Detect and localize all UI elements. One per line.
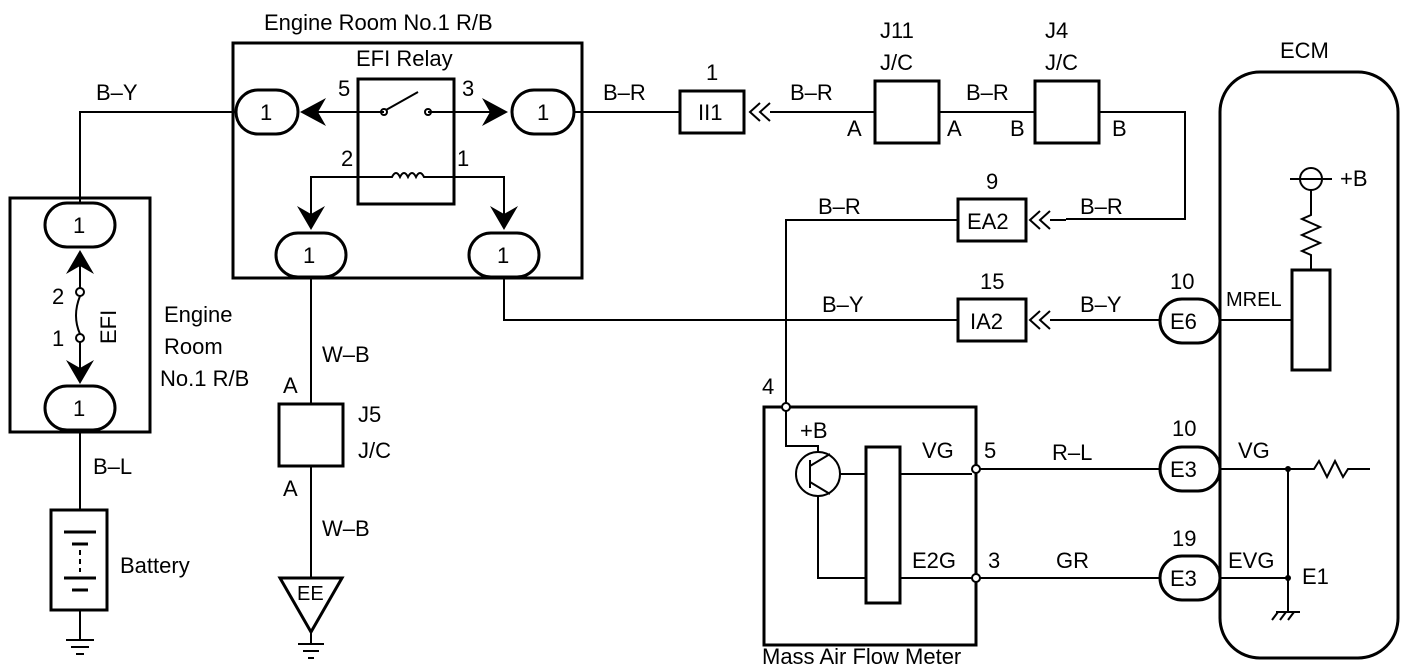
ii1-connector xyxy=(678,89,746,135)
maf-title: Mass Air Flow Meter xyxy=(762,644,961,669)
conn-chevron-icon xyxy=(748,102,771,122)
wire-label-by-3: B–Y xyxy=(1080,292,1122,317)
j4-type: J/C xyxy=(1045,50,1078,75)
j11-box xyxy=(873,79,941,145)
efi-fuse-label: EFI xyxy=(96,310,121,344)
conn-chevron-icon xyxy=(1028,210,1051,230)
battery-label: Battery xyxy=(120,553,190,578)
ii1-label: II1 xyxy=(698,100,722,125)
e6-pin: 10 xyxy=(1170,269,1194,294)
ea2-label: EA2 xyxy=(967,209,1009,234)
maf-pin-5: 5 xyxy=(984,438,996,463)
fuse-icon xyxy=(75,295,81,335)
ecm-title: ECM xyxy=(1280,38,1329,63)
efi-relay-title: EFI Relay xyxy=(356,46,453,71)
wire-label-br-1: B–R xyxy=(603,80,646,105)
resistor-icon xyxy=(1220,458,1370,480)
ecm-e1-label: E1 xyxy=(1302,564,1329,589)
rb-conn-right-label: 1 xyxy=(537,100,549,125)
j5-box xyxy=(277,402,345,468)
engine-room-rb-title: Engine Room No.1 R/B xyxy=(264,10,493,35)
j4-id: J4 xyxy=(1045,18,1068,43)
j4-box xyxy=(1033,79,1101,145)
ii1-pin: 1 xyxy=(706,60,718,85)
e3-evg-label: E3 xyxy=(1170,566,1197,591)
j11-pin-a-right: A xyxy=(947,116,962,141)
rb-conn-bottom-right-label: 1 xyxy=(497,243,509,268)
ea2-pin: 9 xyxy=(986,169,998,194)
fuse-pin-2: 2 xyxy=(52,284,64,309)
conn-chevron-icon xyxy=(1028,310,1051,330)
ecm-mrel-label: MREL xyxy=(1226,289,1282,311)
relay-pin-3: 3 xyxy=(462,76,474,101)
e3-evg-pin: 19 xyxy=(1172,526,1196,551)
relay-pin-2: 2 xyxy=(341,146,353,171)
ia2-pin: 15 xyxy=(980,269,1004,294)
j4-pin-b-left: B xyxy=(1010,116,1025,141)
wire-label-br-2: B–R xyxy=(790,80,833,105)
ia2-connector xyxy=(956,297,1028,343)
j5-type: J/C xyxy=(358,438,391,463)
ground-ee-label: EE xyxy=(297,583,324,605)
fuse-conn-bottom-label: 1 xyxy=(73,396,85,421)
j4-pin-b-right: B xyxy=(1112,116,1127,141)
fuse-pin-1: 1 xyxy=(52,326,64,351)
transistor-icon xyxy=(795,451,841,497)
wire-label-br-5: B–R xyxy=(818,194,861,219)
maf-b-plus-label: +B xyxy=(800,418,828,443)
j5-pin-a-top: A xyxy=(283,373,298,398)
j11-type: J/C xyxy=(880,50,913,75)
j5-pin-a-bottom: A xyxy=(283,476,298,501)
fuse-conn-top-label: 1 xyxy=(73,213,85,238)
maf-sensor-element xyxy=(864,445,902,605)
wire-label-by-1: B–Y xyxy=(96,80,138,105)
rb-conn-bottom-left-label: 1 xyxy=(303,243,315,268)
ground-icon xyxy=(1271,611,1300,621)
wire-label-by-2: B–Y xyxy=(822,292,864,317)
arrow-left-icon xyxy=(300,98,326,126)
relay-pin-5: 5 xyxy=(338,76,350,101)
resistor-icon xyxy=(1299,190,1323,270)
battery-icon xyxy=(64,530,96,592)
rb-conn-left-label: 1 xyxy=(260,100,272,125)
ground-icon xyxy=(298,643,324,659)
wire-label-bl: B–L xyxy=(93,454,132,479)
left-rb-label-1: Engine xyxy=(164,302,233,327)
ground-ee-triangle xyxy=(277,576,345,636)
ea2-connector xyxy=(956,197,1028,243)
j5-id: J5 xyxy=(358,402,381,427)
ground-icon xyxy=(66,639,94,655)
left-rb-label-3: No.1 R/B xyxy=(160,366,249,391)
arrow-right-icon xyxy=(482,98,508,126)
maf-e2g-label: E2G xyxy=(912,548,956,573)
j11-pin-a-left: A xyxy=(847,116,862,141)
maf-pin-3: 3 xyxy=(988,548,1000,573)
wire-label-rl: R–L xyxy=(1052,440,1092,465)
arrow-down-icon xyxy=(490,206,518,230)
ecm-b-plus-label: +B xyxy=(1340,166,1368,191)
maf-pin-4: 4 xyxy=(762,374,774,399)
ia2-label: IA2 xyxy=(970,309,1003,334)
ecm-evg-label: EVG xyxy=(1228,548,1274,573)
e6-label: E6 xyxy=(1170,309,1197,334)
arrow-down-icon xyxy=(66,360,94,384)
arrow-up-icon xyxy=(66,250,94,274)
wire-label-br-3: B–R xyxy=(966,80,1009,105)
e3-vg-pin: 10 xyxy=(1172,416,1196,441)
wire-label-br-4: B–R xyxy=(1080,194,1123,219)
arrow-down-icon xyxy=(297,206,325,230)
j11-id: J11 xyxy=(880,18,914,43)
wire-label-wb-2: W–B xyxy=(322,516,370,541)
relay-pin-1: 1 xyxy=(457,146,469,171)
ecm-vg-label: VG xyxy=(1238,438,1270,463)
e3-vg-label: E3 xyxy=(1170,457,1197,482)
left-rb-label-2: Room xyxy=(164,334,223,359)
maf-vg-label: VG xyxy=(922,438,954,463)
wire-label-wb-1: W–B xyxy=(322,342,370,367)
mrel-relay-box xyxy=(1290,268,1332,372)
wire-label-gr: GR xyxy=(1056,548,1089,573)
